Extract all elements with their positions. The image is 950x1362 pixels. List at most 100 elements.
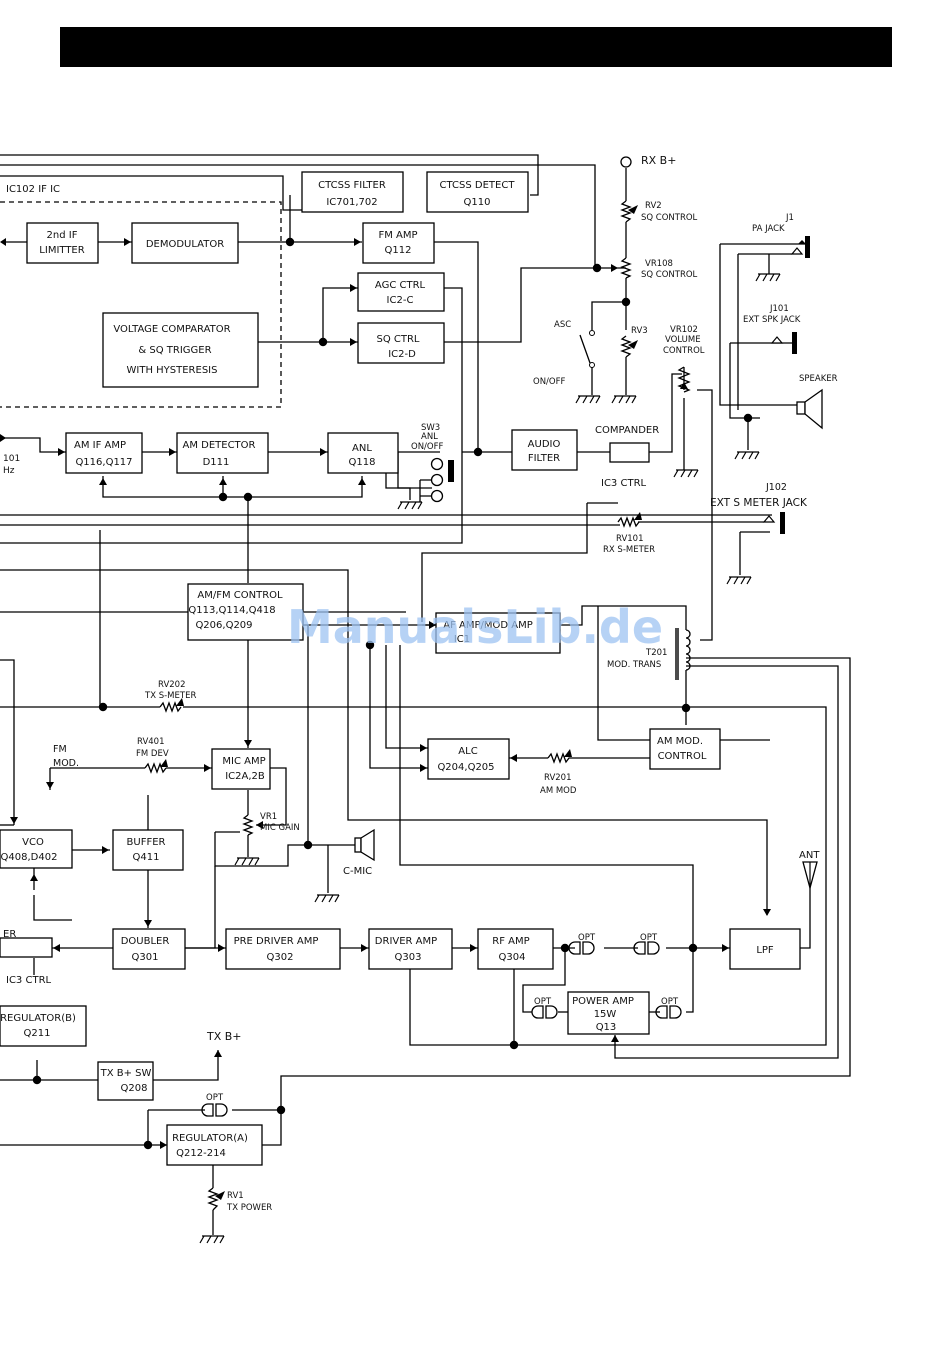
rv2-sublabel: SQ CONTROL <box>641 213 698 223</box>
left-ic3-ctrl-label: IC3 CTRL <box>6 975 52 986</box>
ic102-label: IC102 IF IC <box>6 184 60 195</box>
c-mic-icon <box>354 828 375 862</box>
buffer-line2: Q411 <box>133 852 160 863</box>
rv2-label: RV2 <box>645 201 662 211</box>
vr1-sublabel: MIC GAIN <box>260 823 300 833</box>
rx-b-terminal <box>620 156 632 168</box>
am-fm-control-line3: Q206,Q209 <box>195 620 252 631</box>
fm-mod-sublabel: MOD. <box>53 758 79 769</box>
rv201-sublabel: AM MOD <box>540 786 577 796</box>
j101-ext-spk-jack-icon <box>770 332 797 354</box>
anl-block <box>327 432 399 474</box>
alc-block <box>427 738 510 780</box>
doubler-block <box>112 928 186 970</box>
sq-ctrl-block <box>357 322 445 364</box>
audio-filter-line1: AUDIO <box>528 439 561 450</box>
alc-line1: ALC <box>458 746 477 757</box>
j1-pa-jack-icon <box>790 236 810 258</box>
rv401-label: RV401 <box>137 737 164 747</box>
am-mod-control-block <box>649 728 721 770</box>
fm-amp-line1: FM AMP <box>378 230 417 241</box>
compander-label: COMPANDER <box>595 425 659 436</box>
rf-amp-line2: Q304 <box>499 952 526 963</box>
am-fm-control-line2: Q113,Q114,Q418 <box>188 605 275 616</box>
ground-symbols <box>199 254 781 1244</box>
rv1-label: RV1 <box>227 1191 244 1201</box>
driver-amp-line1: DRIVER AMP <box>375 936 437 947</box>
fm-amp-line2: Q112 <box>385 245 412 256</box>
rv3-resistor <box>620 335 632 358</box>
tx-sw-block <box>97 1061 154 1101</box>
sw3-switch <box>385 457 454 503</box>
sw3-label: SW3 <box>421 423 440 433</box>
left-hz-label: Hz <box>3 466 15 476</box>
agc-ctrl-line1: AGC CTRL <box>375 280 426 291</box>
labels: IC102 IF IC RX B+ RV2 SQ CONTROL VR108 S… <box>3 154 838 1213</box>
vr1-pot <box>242 814 254 836</box>
opt-label-5: OPT <box>206 1093 224 1103</box>
agc-ctrl-block <box>357 272 445 312</box>
vr1-label: VR1 <box>260 812 277 822</box>
regulator-a-block <box>166 1124 263 1166</box>
driver-amp-line2: Q303 <box>395 952 422 963</box>
vr102-label: VR102 <box>670 325 698 335</box>
ic3-ctrl-label: IC3 CTRL <box>601 478 647 489</box>
am-if-amp-block <box>65 432 143 474</box>
tx-sw-line1: TX B+ SW <box>100 1068 152 1079</box>
am-fm-control-block <box>187 583 304 641</box>
t201-label: T201 <box>645 648 667 658</box>
pre-driver-line1: PRE DRIVER AMP <box>234 936 319 947</box>
rv202-resistor <box>159 701 182 713</box>
j101-sublabel: EXT SPK JACK <box>743 315 801 325</box>
j102-label: J102 <box>765 482 787 493</box>
am-fm-control-line1: AM/FM CONTROL <box>197 590 283 601</box>
pre-driver-line2: Q302 <box>267 952 294 963</box>
audio-filter-line2: FILTER <box>528 453 560 464</box>
fm-amp-block <box>362 222 435 264</box>
sq-ctrl-line1: SQ CTRL <box>376 334 419 345</box>
driver-amp-block <box>368 928 453 970</box>
j1-sublabel: PA JACK <box>752 224 785 234</box>
vr102-sublabel2: CONTROL <box>663 346 705 356</box>
speaker-label: SPEAKER <box>799 374 838 384</box>
rv2-resistor <box>620 200 632 223</box>
ctcss-filter-line1: CTCSS FILTER <box>318 180 386 191</box>
am-if-amp-line2: Q116,Q117 <box>75 457 132 468</box>
if-limiter-line2: LIMITTER <box>39 245 84 256</box>
rv3-label: RV3 <box>631 326 648 336</box>
t201-transformer-icon <box>675 620 691 680</box>
power-amp-line2: 15W <box>594 1009 617 1020</box>
buffer-line1: BUFFER <box>127 837 166 848</box>
rv202-label: RV202 <box>158 680 185 690</box>
lpf-label: LPF <box>756 945 774 956</box>
watermark: ManualsLib.de <box>287 600 663 654</box>
left-101-label: 101 <box>3 454 20 464</box>
power-amp-line3: Q13 <box>596 1022 617 1033</box>
regulator-b-line1: REGULATOR(B) <box>0 1013 76 1024</box>
t201-sublabel: MOD. TRANS <box>607 660 661 670</box>
ctcss-filter-block <box>301 171 404 213</box>
rv201-resistor <box>547 752 580 764</box>
vr108-label: VR108 <box>645 259 673 269</box>
vco-line2: Q408,D402 <box>1 852 58 863</box>
audio-filter-block <box>511 429 578 471</box>
on-off-label: ON/OFF <box>533 377 565 387</box>
ctcss-detect-line2: Q110 <box>464 197 491 208</box>
left-compander-block <box>0 937 53 958</box>
vr102-pot <box>677 366 691 393</box>
lpf-block <box>729 928 801 970</box>
sw3-sublabel2: ON/OFF <box>411 442 443 452</box>
rf-amp-block <box>477 928 554 970</box>
am-mod-control-line2: CONTROL <box>658 751 707 762</box>
am-mod-control-line1: AM MOD. <box>657 736 703 747</box>
vr108-sublabel: SQ CONTROL <box>641 270 698 280</box>
rv1-sublabel: TX POWER <box>226 1203 272 1213</box>
left-er-label: ER <box>3 929 16 940</box>
signal-arrows <box>0 238 771 1149</box>
rv101-sublabel: RX S-METER <box>603 545 655 555</box>
rx-b-label: RX B+ <box>641 154 676 167</box>
j1-label: J1 <box>785 213 794 223</box>
rv101-resistor <box>617 516 640 528</box>
am-detector-line2: D111 <box>203 457 230 468</box>
